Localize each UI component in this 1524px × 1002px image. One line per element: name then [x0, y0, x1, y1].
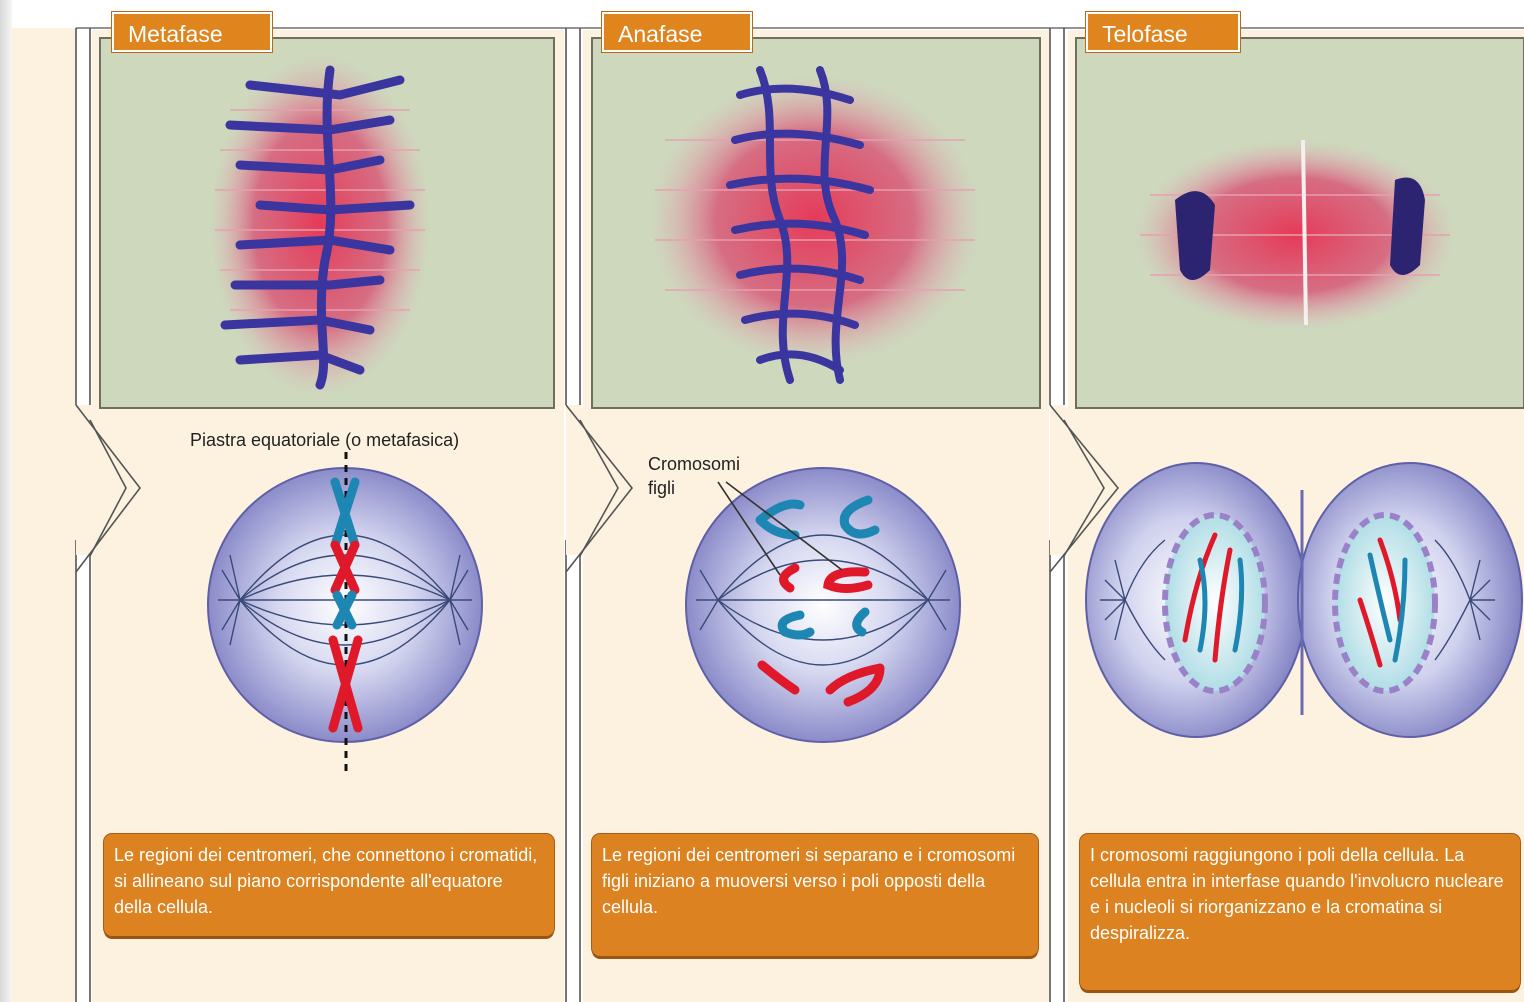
equatorial-plate-label: Piastra equatoriale (o metafasica): [190, 428, 520, 452]
photo-anafase: [592, 38, 1040, 408]
cell-anafase: [686, 468, 960, 742]
prev-panel-edge: [12, 28, 76, 1002]
phase-tag-anafase: Anafase: [602, 12, 752, 52]
phase-tag-metafase: Metafase: [112, 12, 272, 52]
caption-telofase: I cromosomi raggiungono i poli della cel…: [1080, 834, 1520, 990]
photo-telofase: [1076, 38, 1524, 408]
left-margin: [0, 0, 12, 1002]
caption-anafase: Le regioni dei centromeri si separano e …: [592, 834, 1038, 956]
phase-tag-telofase: Telofase: [1086, 12, 1240, 52]
photo-metafase: [100, 38, 554, 408]
daughter-chromosomes-label: Cromosomi figli: [648, 452, 768, 500]
caption-metafase: Le regioni dei centromeri, che connetton…: [104, 834, 554, 936]
